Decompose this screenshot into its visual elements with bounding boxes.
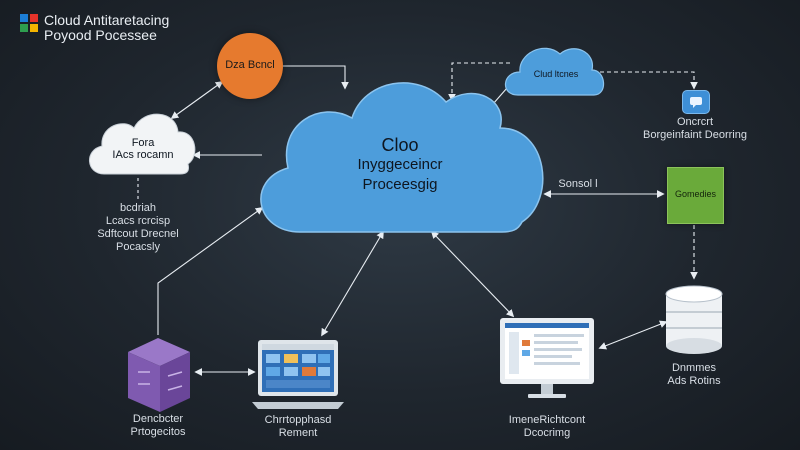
orange-node[interactable]: Dza Bcncl xyxy=(217,33,283,99)
link-center-laptop xyxy=(321,230,384,337)
small-cloud-label[interactable]: Clud ltcnes xyxy=(533,69,579,79)
monitor-label: ImeneRichtcont Dcocrimg xyxy=(492,414,602,440)
left-cloud-line2: IAcs rocamn xyxy=(112,149,174,161)
left-text-line-4: Pocacsly xyxy=(115,241,161,253)
brand-title: Cloud Antitaretacing xyxy=(44,12,170,28)
left-text-line-3: Sdftcout Drecnel xyxy=(97,228,179,240)
cube-icon xyxy=(128,338,190,412)
monitor-line1: ImeneRichtcont xyxy=(508,414,586,426)
link-monitor-database xyxy=(598,320,668,350)
monitor-line2: Dcocrimg xyxy=(523,427,571,439)
cube-label: Dencbcter Prtogecitos xyxy=(108,413,208,439)
database-label: Dnmmes Ads Rotins xyxy=(654,362,734,388)
center-cloud-label[interactable]: Cloo Inyggeceincr Proceesgig xyxy=(330,135,470,195)
link-orange-leftcloud xyxy=(170,81,224,119)
left-text-line-1: bcdriah xyxy=(119,202,157,214)
cube-line1: Dencbcter xyxy=(132,413,184,425)
brand-subtitle: Poyood Pocessee xyxy=(44,27,157,43)
database-line2: Ads Rotins xyxy=(667,375,721,387)
left-cloud-label[interactable]: Fora IAcs rocamn xyxy=(98,137,188,161)
laptop-line1: Chrrtopphasd xyxy=(264,414,332,426)
link-label: Sonsol l xyxy=(558,178,598,190)
center-cloud-line2: Inyggeceincr xyxy=(357,156,443,173)
left-text-line-2: Lcacs rcrcisp xyxy=(105,215,171,227)
center-cloud-shape xyxy=(260,82,544,233)
green-node[interactable]: Gomedies xyxy=(667,167,724,224)
laptop-label: Chrrtopphasd Rement xyxy=(248,414,348,440)
link-orange-center xyxy=(283,65,349,90)
link-center-monitor xyxy=(430,230,515,318)
left-cloud-line1: Fora xyxy=(131,137,155,149)
link-center-cube xyxy=(157,207,264,335)
link-center-smallcloud xyxy=(448,62,510,102)
monitor-icon xyxy=(500,318,594,398)
orange-node-label: Dza Bcncl xyxy=(225,59,275,71)
link-smallcloud-icon xyxy=(600,71,698,90)
green-node-label: Gomedies xyxy=(674,189,717,199)
windows-logo-icon xyxy=(20,14,38,32)
chat-icon[interactable] xyxy=(682,90,710,114)
top-right-line2: Borgeinfaint Deorring xyxy=(643,129,747,141)
database-icon xyxy=(665,285,723,354)
center-cloud-line1: Cloo xyxy=(381,135,419,155)
laptop-line2: Rement xyxy=(278,427,318,439)
cube-line2: Prtogecitos xyxy=(130,426,186,438)
left-text-block: bcdriah Lcacs rcrcisp Sdftcout Drecnel P… xyxy=(78,202,198,254)
top-right-label: Oncrcrt Borgeinfaint Deorring xyxy=(630,116,760,142)
left-cloud-shape xyxy=(89,113,196,175)
center-cloud-line3: Proceesgig xyxy=(362,176,438,193)
laptop-icon xyxy=(252,340,344,409)
top-right-line1: Oncrcrt xyxy=(676,116,714,128)
small-cloud-shape xyxy=(504,47,605,96)
database-line1: Dnmmes xyxy=(671,362,716,374)
